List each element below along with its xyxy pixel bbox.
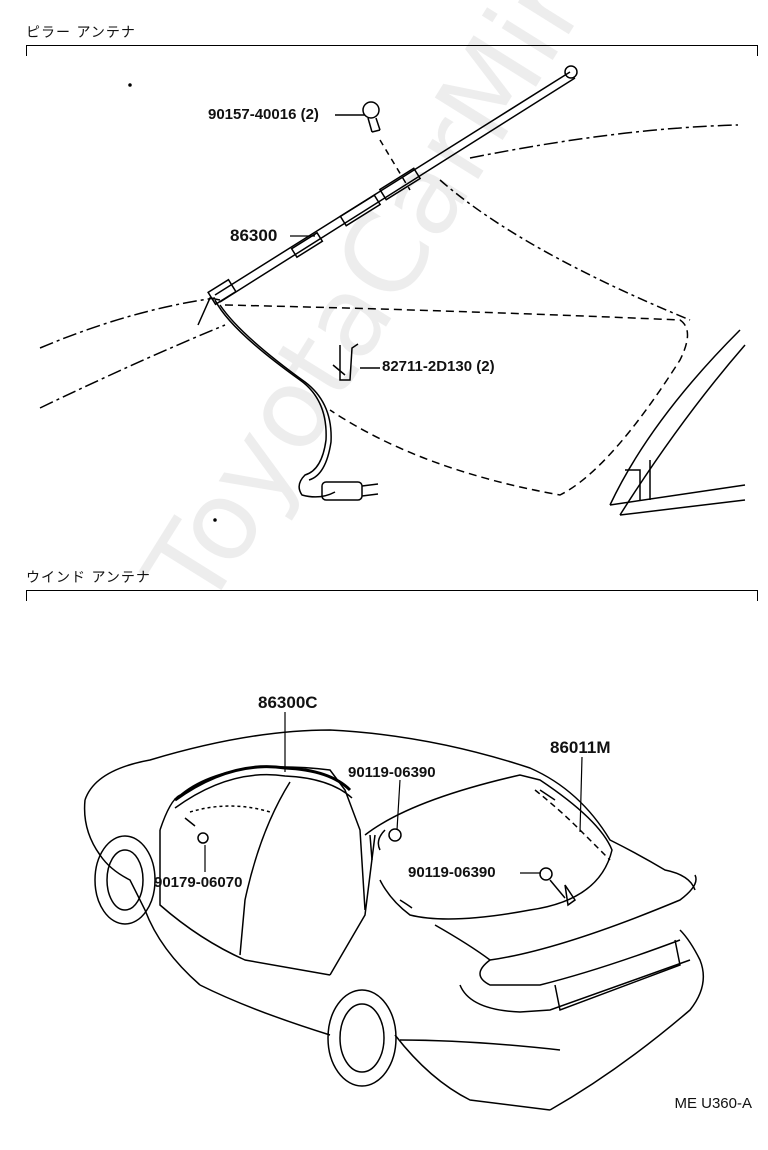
windshield-outline <box>39 124 746 516</box>
section-title-window-antenna: ウインド アンテナ <box>26 570 151 586</box>
leader-lines <box>204 712 583 874</box>
diagram-code: ME U360-A <box>674 1095 752 1112</box>
part-label-90119-06390-lower: 90119-06390 <box>408 864 496 881</box>
bolt-90157 <box>335 101 411 191</box>
part-label-86011m: 86011M <box>550 738 611 757</box>
part-label-90179-06070: 90179-06070 <box>154 874 243 891</box>
antenna-cable <box>197 297 379 501</box>
part-label-86300: 86300 <box>230 226 278 245</box>
section-bracket-bottom <box>26 590 758 601</box>
part-label-90119-06390-upper: 90119-06390 <box>348 764 436 781</box>
part-label-82711-2d130: 82711-2D130 (2) <box>382 358 495 375</box>
pillar-antenna-mast <box>207 65 578 306</box>
part-label-86300c: 86300C <box>258 693 318 712</box>
clip-82711 <box>332 343 380 381</box>
car-windows <box>159 766 613 976</box>
section-bracket-top <box>26 45 758 56</box>
window-antenna-86011m <box>534 789 611 861</box>
part-label-90157-40016: 90157-40016 (2) <box>208 106 319 123</box>
window-antenna-86300c <box>174 765 353 813</box>
fasteners <box>184 817 577 909</box>
car-body-outline <box>83 729 705 1111</box>
section-title-pillar-antenna: ピラー アンテナ <box>26 25 136 41</box>
